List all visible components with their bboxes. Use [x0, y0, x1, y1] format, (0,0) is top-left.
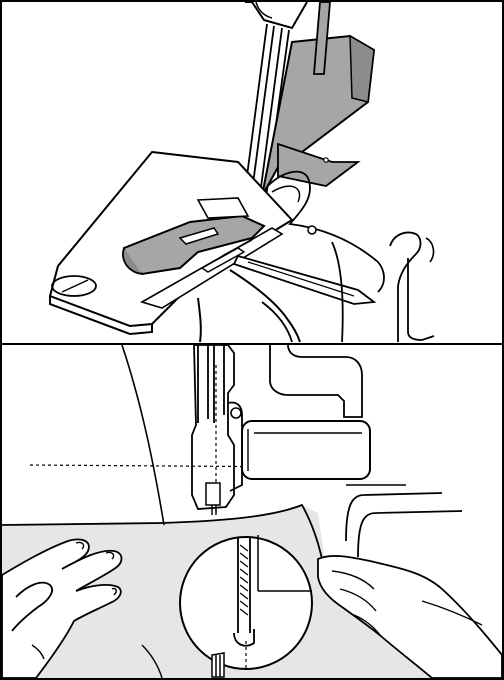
guide-blade-line [247, 261, 355, 297]
throat-plate-slots [200, 239, 253, 273]
fabric-sheet-edge [2, 503, 323, 560]
needle-clamp [191, 345, 235, 510]
left-hand [2, 538, 123, 678]
fabric-loop [265, 170, 385, 293]
thread-post-cap [425, 237, 435, 263]
machine-bed-outline [345, 492, 443, 542]
magnifier-foot-plate [211, 652, 225, 678]
machine-body-curve [229, 269, 301, 343]
left-hand-knuckles [31, 644, 163, 678]
thread-post [389, 231, 422, 342]
needle-shaft [241, 23, 290, 215]
bracket-screw [323, 157, 329, 163]
right-hand [317, 555, 502, 678]
machine-body-curve-2 [261, 301, 293, 343]
magnifier-needle-shaft [237, 537, 251, 633]
needle-bar [197, 345, 225, 423]
right-hand-fingers [331, 570, 381, 636]
machine-body-left [197, 297, 202, 343]
plate-screw-hole [51, 275, 97, 297]
attachment-link [227, 401, 243, 492]
presser-foot-drawing [48, 2, 435, 343]
presser-foot-slot [178, 227, 220, 245]
panel-presser-foot [0, 0, 504, 345]
presser-foot-toe [122, 247, 143, 275]
needle-clamp-ring [255, 2, 273, 19]
left-hand-thumb [11, 581, 53, 632]
magnifier-foot [233, 629, 255, 647]
guiding-fabric-drawing [2, 345, 502, 678]
plate-screw-slot [61, 279, 89, 293]
machine-bed-outline-2 [357, 510, 463, 558]
fabric-loop-inner [271, 185, 301, 203]
thread-post-2 [407, 258, 435, 341]
presser-arm-post [269, 345, 363, 418]
needle-tip [211, 505, 217, 515]
attachment-arm-shade [349, 34, 375, 103]
foot-ankle [196, 197, 250, 219]
magnifier-circle [179, 536, 313, 670]
magnifier-needle-thread [239, 544, 249, 616]
attachment-body-detail [247, 429, 362, 471]
right-hand-wrist [421, 600, 483, 626]
needle-plate-small [205, 482, 221, 506]
needle-plate-edge [49, 296, 153, 336]
panel-guiding-fabric [0, 343, 504, 680]
attachment-screw-post [313, 2, 331, 75]
attachment-bracket [277, 142, 361, 187]
left-hand-fingernails [75, 541, 117, 596]
fabric-fold [121, 345, 165, 526]
attachment-body [241, 420, 371, 480]
needle-housing [245, 2, 308, 30]
machine-body-right [331, 241, 344, 343]
guide-pin [307, 225, 317, 235]
attachment-knob [230, 407, 242, 419]
